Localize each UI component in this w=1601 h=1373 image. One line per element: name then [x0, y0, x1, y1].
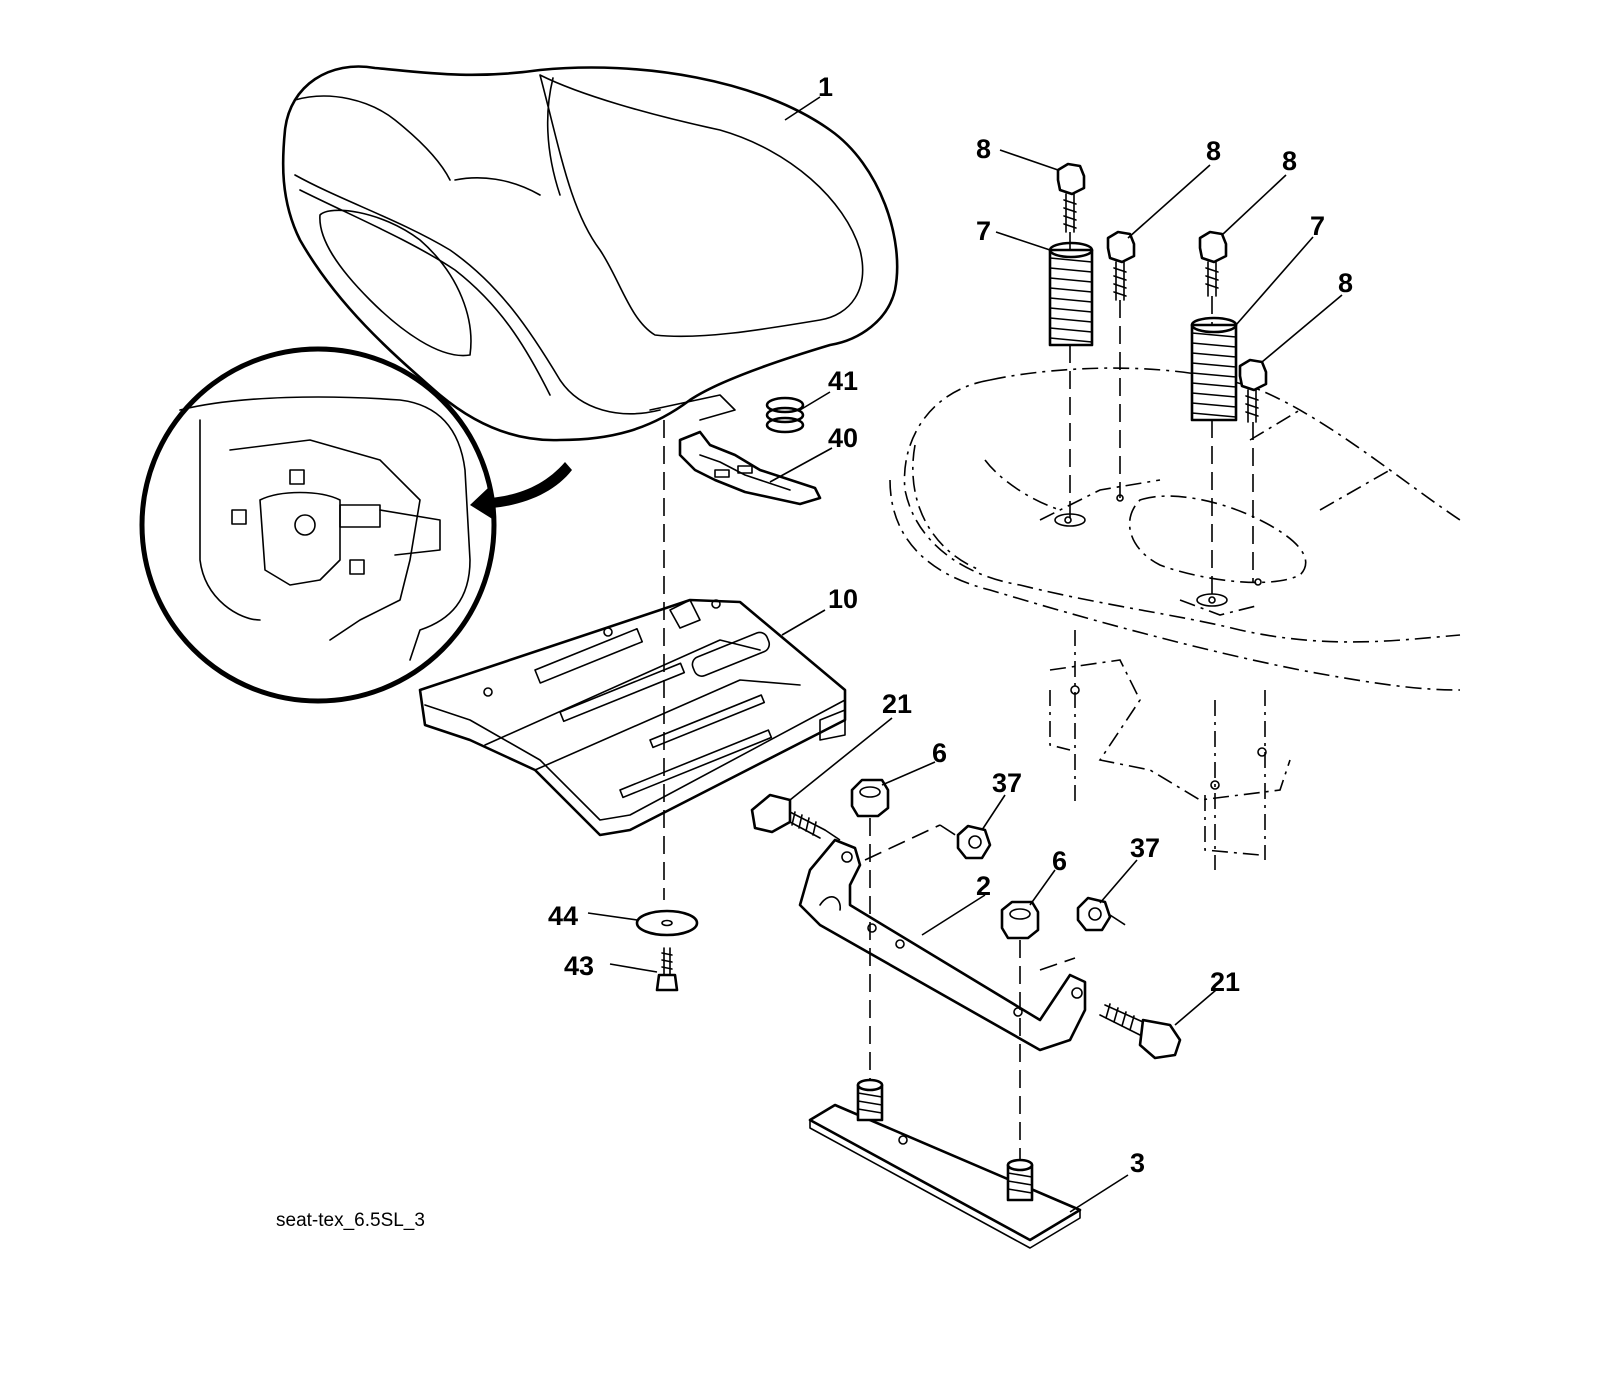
fender-outline — [889, 367, 1461, 870]
nut-part-37-upper — [956, 824, 992, 860]
spring-part-41 — [765, 396, 805, 434]
seat-part-1 — [281, 65, 899, 442]
spring-part-7-left — [1048, 241, 1094, 347]
washer-part-44 — [635, 909, 699, 937]
leader-lines — [587, 96, 1343, 1213]
bolt-part-21-right — [1099, 1003, 1182, 1060]
spring-part-7-right — [1190, 316, 1238, 422]
callout-2: 2 — [976, 871, 991, 901]
diagram-caption: seat-tex_6.5SL_3 — [276, 1210, 425, 1231]
bolt-part-8-a — [1056, 162, 1086, 233]
callout-8: 8 — [976, 134, 991, 164]
callout-6: 6 — [1052, 846, 1067, 876]
bolt-part-8-d — [1238, 358, 1268, 423]
callout-37: 37 — [1130, 833, 1160, 863]
bracket-part-2 — [798, 838, 1087, 1052]
callout-7: 7 — [1310, 211, 1325, 241]
callout-43: 43 — [564, 951, 594, 981]
callout-21: 21 — [1210, 967, 1240, 997]
nut-part-6-lower — [1000, 900, 1040, 940]
bolt-part-8-c — [1198, 230, 1228, 297]
assembly-lines — [824, 818, 1131, 1160]
callout-7: 7 — [976, 216, 991, 246]
bolt-part-8-b — [1106, 230, 1136, 301]
callout-10: 10 — [828, 584, 858, 614]
callout-37: 37 — [992, 768, 1022, 798]
bolt-part-43 — [655, 947, 679, 992]
callout-labels: 1 8 8 8 8 7 7 41 40 10 21 21 6 6 37 37 2… — [548, 72, 1353, 1178]
bolt-part-21-left — [750, 793, 826, 839]
nut-part-37-lower — [1076, 896, 1112, 932]
callout-6: 6 — [932, 738, 947, 768]
callout-40: 40 — [828, 423, 858, 453]
clip-part-40 — [678, 430, 822, 506]
plate-part-3 — [808, 1078, 1082, 1249]
callout-1: 1 — [818, 72, 833, 102]
spring-assembly-lines — [1069, 232, 1254, 600]
callout-8: 8 — [1206, 136, 1221, 166]
nut-part-6-upper — [850, 778, 890, 818]
detail-arrow-icon — [470, 462, 572, 520]
callout-3: 3 — [1130, 1148, 1145, 1178]
callout-8: 8 — [1338, 268, 1353, 298]
callout-44: 44 — [548, 901, 578, 931]
detail-inset-circle — [139, 346, 497, 704]
callout-41: 41 — [828, 366, 858, 396]
callout-21: 21 — [882, 689, 912, 719]
seat-pan-part-10 — [418, 598, 847, 837]
callout-8: 8 — [1282, 146, 1297, 176]
